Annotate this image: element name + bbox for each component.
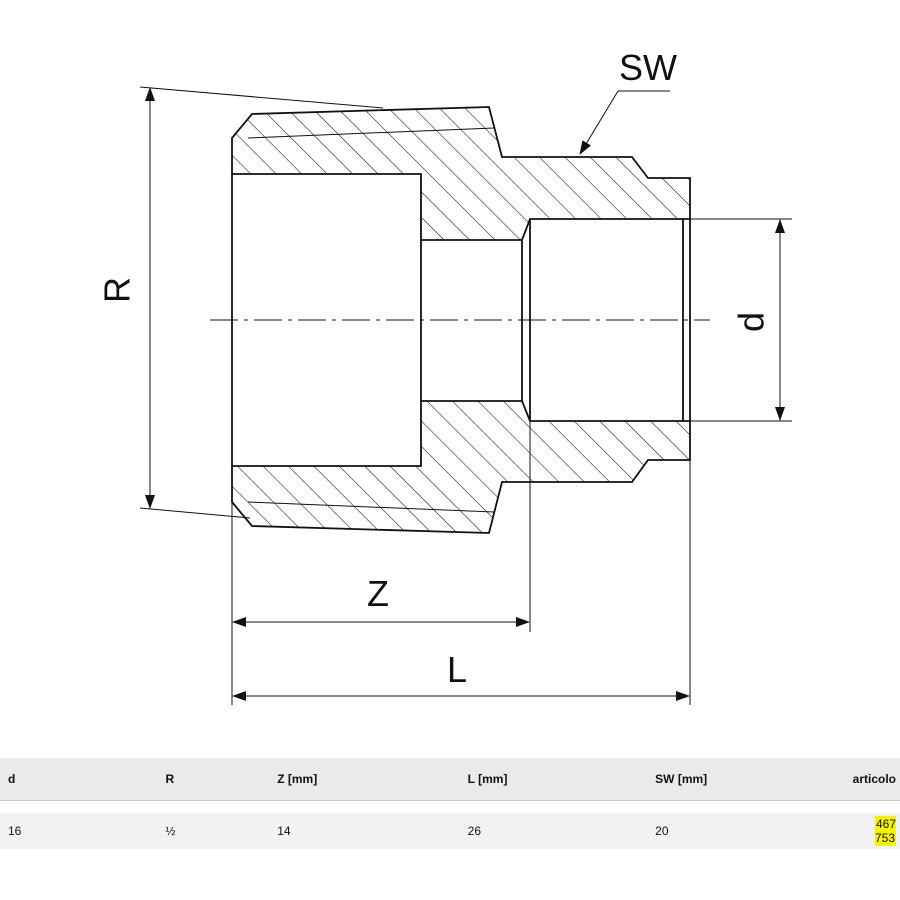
- upper-wall-section: [231, 106, 691, 241]
- header-d: d: [0, 758, 158, 801]
- dimension-L: [232, 421, 691, 705]
- cell-l: 26: [467, 823, 482, 838]
- dimension-SW: [579, 90, 670, 155]
- cell-sw: 20: [655, 823, 669, 838]
- table-spacer: [0, 800, 900, 813]
- header-sw: SW [mm]: [647, 758, 845, 801]
- cell-r: ½: [165, 823, 176, 838]
- header-r: R: [157, 758, 270, 801]
- cell-d: 16: [8, 823, 22, 838]
- dimension-label-Z: Z: [367, 573, 389, 614]
- cell-z: 14: [277, 823, 291, 838]
- header-article: articolo: [844, 758, 900, 801]
- dimension-label-R: R: [97, 277, 138, 303]
- thread-lines: [247, 127, 495, 513]
- dimension-label-d: d: [731, 312, 772, 332]
- lower-wall-section: [231, 400, 691, 534]
- header-z: Z [mm]: [269, 758, 460, 801]
- header-l: L [mm]: [459, 758, 648, 801]
- table-row: 16 ½ 14 26 20 467 753: [0, 812, 900, 849]
- technical-drawing: R d SW Z L: [97, 47, 792, 705]
- dimension-d: [690, 218, 792, 422]
- fitting-section-drawing: R d SW Z L: [97, 47, 792, 705]
- dimension-label-SW: SW: [619, 47, 677, 88]
- spec-table: d R Z [mm] L [mm] SW [mm] articolo 16 ½ …: [0, 758, 900, 849]
- table-header-row: d R Z [mm] L [mm] SW [mm] articolo: [0, 758, 900, 801]
- article-number-link[interactable]: 467 753: [874, 815, 896, 846]
- dimension-label-L: L: [447, 649, 467, 690]
- cell-article[interactable]: 467 753: [845, 813, 900, 849]
- dimension-Z: [231, 421, 531, 705]
